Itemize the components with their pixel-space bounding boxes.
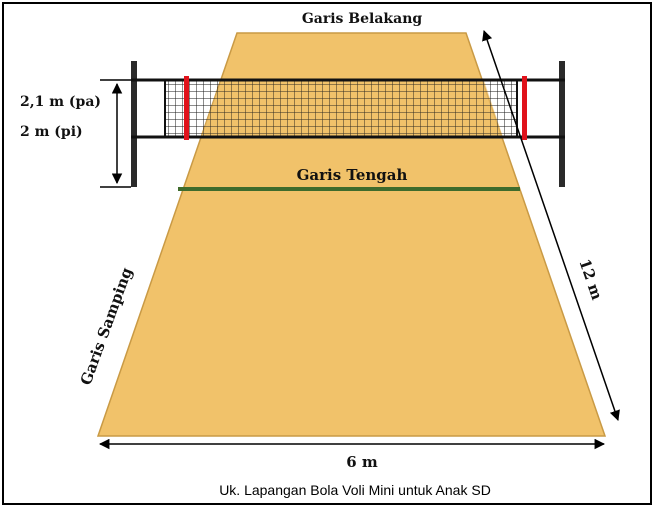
antenna-right (522, 76, 527, 140)
net-height-women-label: 2 m (pi) (20, 124, 83, 140)
net-post-left (131, 61, 137, 187)
antenna-left (184, 76, 189, 140)
length-arrow (482, 30, 620, 421)
net-height-men-label: 2,1 m (pa) (20, 94, 101, 110)
back-line-label: Garis Belakang (302, 11, 423, 27)
width-label: 6 m (346, 453, 378, 471)
center-line-label: Garis Tengah (297, 166, 408, 184)
length-label: 12 m (575, 257, 606, 303)
caption: Uk. Lapangan Bola Voli Mini untuk Anak S… (219, 482, 491, 498)
